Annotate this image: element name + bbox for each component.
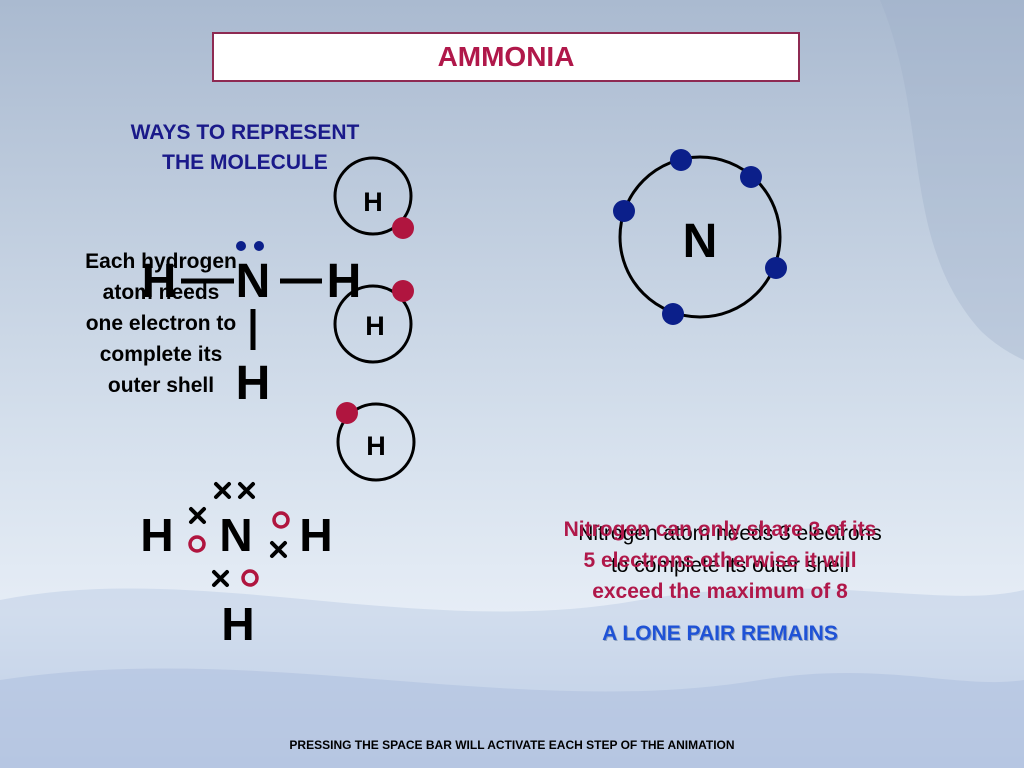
nitrogen-electron (662, 303, 684, 325)
dotcross-n: N (219, 509, 252, 561)
hydrogen-circle (188, 535, 206, 553)
dotcross-h-right: H (299, 509, 332, 561)
hydrogen-symbol: H (363, 187, 383, 217)
subtitle-line: THE MOLECULE (162, 151, 328, 174)
note-line: to complete its outer shell (610, 554, 850, 577)
nitrogen-electron (740, 166, 762, 188)
lone-pair-label: A LONE PAIR REMAINS (602, 622, 838, 645)
hydrogen-electron (392, 217, 414, 239)
note-line: one electron to (85, 312, 237, 335)
nitrogen-symbol: N (683, 215, 718, 268)
subtitle-line: WAYS TO REPRESENT (130, 121, 360, 144)
structural-h-bottom: H (236, 357, 271, 410)
lone-pair-electron (236, 241, 246, 251)
nitrogen-electron (613, 200, 635, 222)
hydrogen-shell-middle: H (333, 280, 414, 364)
nitrogen-electron (670, 149, 692, 171)
page-title: AMMONIA (437, 41, 575, 72)
hydrogen-symbol: H (366, 431, 386, 461)
note-line: atom needs (102, 281, 220, 304)
note-line: Nitrogen can only share 3 of its (563, 518, 877, 541)
note-line: outer shell (107, 374, 215, 397)
dot-cross-diagram: H N H H (140, 482, 333, 650)
nitrogen-cross (214, 482, 231, 499)
nitrogen-cross (270, 541, 287, 558)
note-line: complete its (99, 343, 223, 366)
nitrogen-cross (189, 507, 206, 524)
share-note: Nitrogen can only share 3 of its 5 elect… (520, 514, 920, 607)
nitrogen-shell: N (613, 149, 787, 325)
note-line: Nitrogen atom needs 3 electrons (578, 522, 882, 545)
hydrogen-symbol: H (365, 311, 385, 341)
hydrogen-electron (336, 402, 358, 424)
nitrogen-cross (212, 570, 229, 587)
structural-n: N (236, 255, 271, 308)
structural-formula: H N H H (142, 241, 362, 410)
note-line: Each hydrogen (85, 250, 237, 273)
note-line: exceed the maximum of 8 (592, 580, 848, 603)
hydrogen-circle (272, 511, 290, 529)
structural-h-right: H (327, 255, 362, 308)
hydrogen-electron (392, 280, 414, 302)
subtitle: WAYS TO REPRESENT THE MOLECULE (90, 118, 400, 178)
nitrogen-cross (238, 482, 255, 499)
title-box: AMMONIA (212, 32, 800, 82)
nitrogen-electron (765, 257, 787, 279)
lone-pair-electron (254, 241, 264, 251)
dotcross-h-bottom: H (221, 598, 254, 650)
hydrogen-shell-bottom: H (336, 402, 416, 482)
hydrogen-note: Each hydrogen atom needs one electron to… (56, 246, 266, 401)
footer-instruction: PRESSING THE SPACE BAR WILL ACTIVATE EAC… (289, 738, 735, 752)
note-line: 5 electrons otherwise it will (583, 549, 857, 572)
nitrogen-note: Nitrogen atom needs 3 electrons to compl… (520, 518, 940, 582)
hydrogen-shell-top: H (333, 156, 414, 239)
hydrogen-circle (241, 569, 259, 587)
dotcross-h-left: H (140, 509, 173, 561)
structural-h-left: H (142, 255, 177, 308)
